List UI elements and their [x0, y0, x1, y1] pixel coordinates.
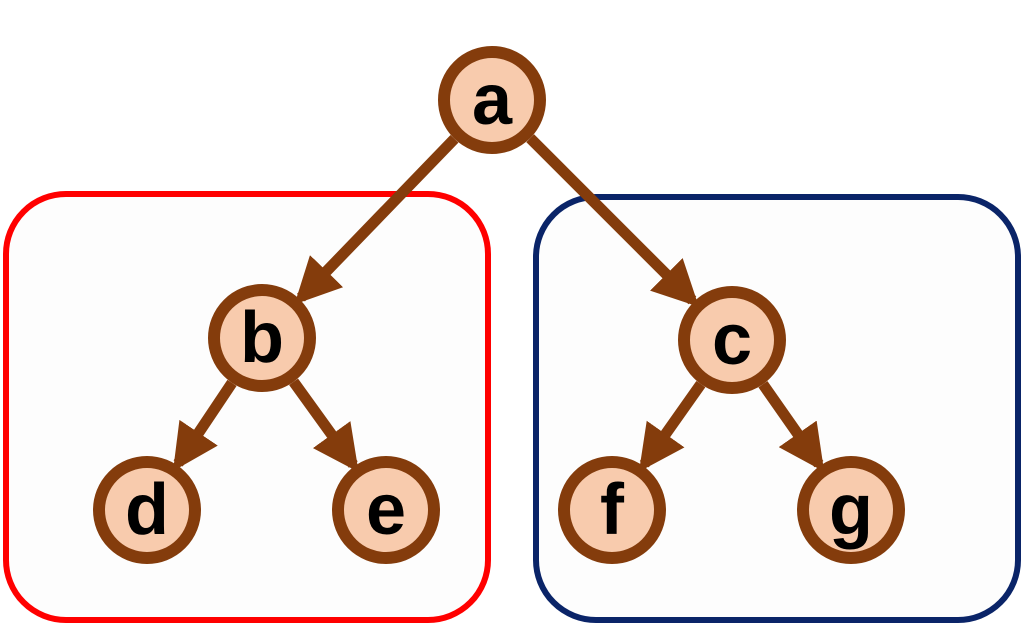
node-e: e — [332, 456, 440, 564]
node-circle — [558, 456, 666, 564]
node-label: f — [600, 470, 625, 550]
node-label: c — [712, 300, 752, 380]
node-circle — [678, 286, 786, 394]
node-d: d — [93, 456, 201, 564]
node-b: b — [208, 284, 316, 392]
node-circle — [332, 456, 440, 564]
edge-a-b — [294, 135, 459, 305]
node-a: a — [438, 46, 546, 154]
edge-b-e — [289, 378, 359, 473]
node-label: b — [240, 298, 284, 378]
node-label: e — [366, 470, 406, 550]
node-circle — [93, 456, 201, 564]
node-f: f — [558, 456, 666, 564]
edge-a-c — [526, 134, 699, 307]
node-circle — [438, 46, 546, 154]
edge-b-d — [172, 379, 237, 472]
node-label: d — [125, 470, 169, 550]
node-circle — [797, 456, 905, 564]
node-c: c — [678, 286, 786, 394]
edge-c-g — [758, 381, 825, 472]
left-subtree-box — [3, 191, 491, 623]
node-label: g — [829, 470, 873, 550]
node-g: g — [797, 456, 905, 564]
node-circle — [208, 284, 316, 392]
edge-c-f — [638, 380, 706, 472]
node-label: a — [472, 60, 513, 140]
